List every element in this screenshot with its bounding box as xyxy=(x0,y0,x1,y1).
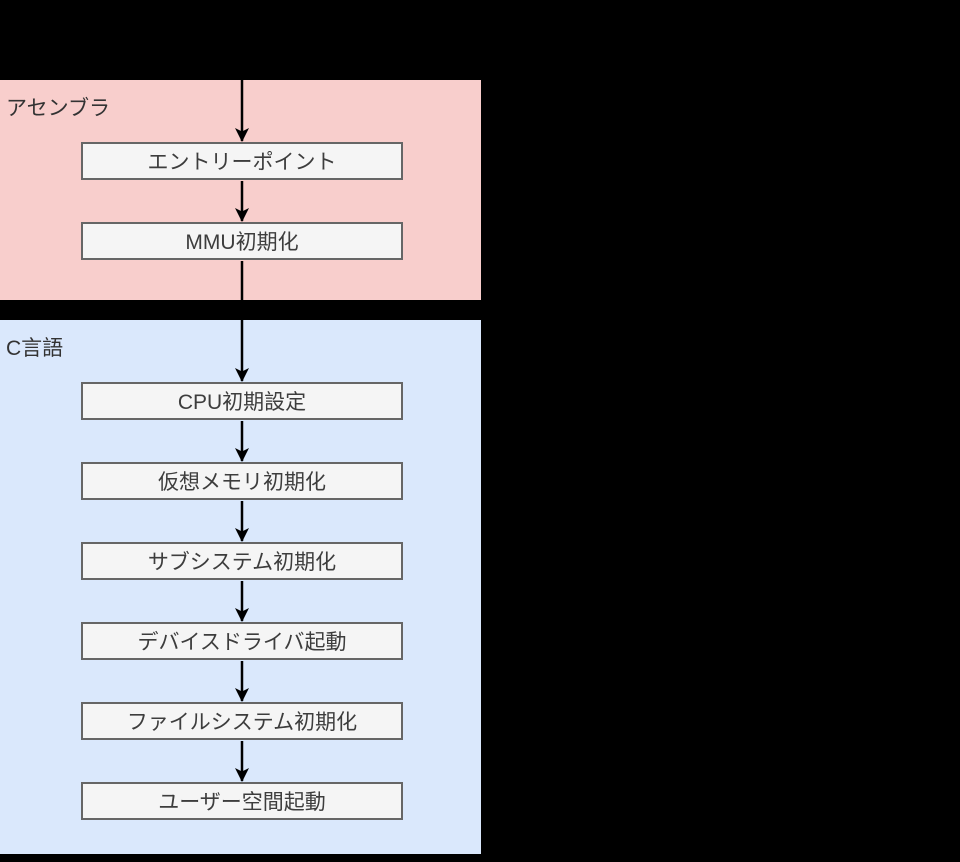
region-assembler: アセンブラ xyxy=(0,80,481,300)
region-c-language-label: C言語 xyxy=(6,337,64,360)
step-filesystem-init: ファイルシステム初期化 xyxy=(81,702,403,740)
step-userspace-start: ユーザー空間起動 xyxy=(81,782,403,820)
step-entry-point: エントリーポイント xyxy=(81,142,403,180)
step-cpu-init: CPU初期設定 xyxy=(81,382,403,420)
step-subsystem-init: サブシステム初期化 xyxy=(81,542,403,580)
step-mmu-init: MMU初期化 xyxy=(81,222,403,260)
step-virtual-memory-init: 仮想メモリ初期化 xyxy=(81,462,403,500)
region-assembler-label: アセンブラ xyxy=(6,97,110,120)
step-device-driver-start: デバイスドライバ起動 xyxy=(81,622,403,660)
